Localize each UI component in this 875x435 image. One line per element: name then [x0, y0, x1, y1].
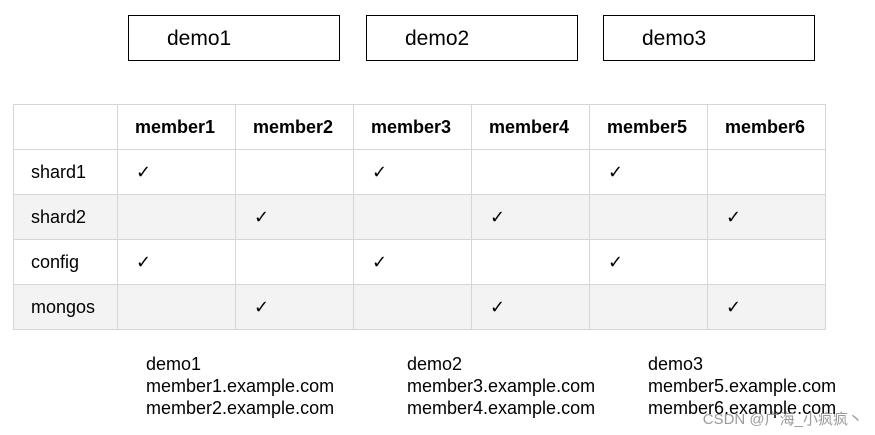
- host-group-title: demo3: [648, 354, 704, 374]
- server-label: demo1: [167, 27, 232, 50]
- column-header: member4: [471, 104, 590, 150]
- server-box-demo1: demo1: [128, 15, 340, 61]
- host-entry: member3.example.com: [407, 376, 596, 396]
- empty-cell: [707, 239, 826, 285]
- column-header: member5: [589, 104, 708, 150]
- column-header: member1: [117, 104, 236, 150]
- check-mark-cell: ✓: [235, 284, 354, 330]
- empty-cell: [589, 284, 708, 330]
- table-row: shard1✓✓✓: [13, 149, 826, 195]
- check-mark-cell: ✓: [471, 284, 590, 330]
- host-entry: member5.example.com: [648, 376, 837, 396]
- row-label: config: [13, 239, 118, 285]
- check-mark-cell: ✓: [353, 239, 472, 285]
- deployment-matrix: member1 member2 member3 member4 member5 …: [13, 104, 826, 330]
- column-header: member3: [353, 104, 472, 150]
- server-box-demo3: demo3: [603, 15, 815, 61]
- row-label: mongos: [13, 284, 118, 330]
- empty-cell: [117, 194, 236, 240]
- row-label: shard1: [13, 149, 118, 195]
- empty-cell: [353, 284, 472, 330]
- check-mark-cell: ✓: [589, 149, 708, 195]
- empty-cell: [471, 149, 590, 195]
- check-mark-cell: ✓: [235, 194, 354, 240]
- host-entry: member1.example.com: [146, 376, 335, 396]
- check-mark-cell: ✓: [707, 194, 826, 240]
- check-mark-cell: ✓: [471, 194, 590, 240]
- corner-cell: [13, 104, 118, 150]
- host-group-title: demo2: [407, 354, 463, 374]
- empty-cell: [707, 149, 826, 195]
- check-mark-cell: ✓: [589, 239, 708, 285]
- host-group-demo1: demo1 member1.example.com member2.exampl…: [146, 353, 334, 419]
- empty-cell: [353, 194, 472, 240]
- check-mark-cell: ✓: [707, 284, 826, 330]
- host-entry: member4.example.com: [407, 398, 596, 418]
- server-label: demo2: [405, 27, 470, 50]
- column-header: member6: [707, 104, 826, 150]
- server-label: demo3: [642, 27, 707, 50]
- check-mark-cell: ✓: [353, 149, 472, 195]
- host-group-demo2: demo2 member3.example.com member4.exampl…: [407, 353, 595, 419]
- check-mark-cell: ✓: [117, 239, 236, 285]
- watermark: CSDN @广海_小疯疯丶: [702, 411, 863, 428]
- empty-cell: [235, 149, 354, 195]
- empty-cell: [117, 284, 236, 330]
- host-group-demo3: demo3 member5.example.com member6.exampl…: [648, 353, 836, 419]
- host-group-title: demo1: [146, 354, 202, 374]
- empty-cell: [471, 239, 590, 285]
- column-header: member2: [235, 104, 354, 150]
- table-row: mongos ✓ ✓ ✓: [13, 284, 826, 330]
- header-row: member1 member2 member3 member4 member5 …: [13, 104, 826, 150]
- host-entry: member6.example.com: [648, 398, 837, 418]
- table-row: config✓✓✓: [13, 239, 826, 285]
- table-row: shard2 ✓ ✓ ✓: [13, 194, 826, 240]
- server-box-demo2: demo2: [366, 15, 578, 61]
- empty-cell: [235, 239, 354, 285]
- empty-cell: [589, 194, 708, 240]
- host-entry: member2.example.com: [146, 398, 335, 418]
- check-mark-cell: ✓: [117, 149, 236, 195]
- row-label: shard2: [13, 194, 118, 240]
